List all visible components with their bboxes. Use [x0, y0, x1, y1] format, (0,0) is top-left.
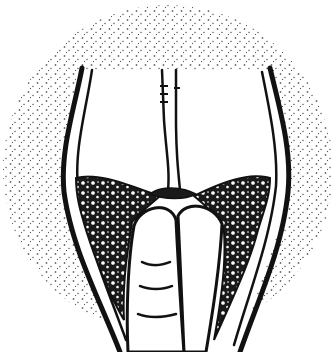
left-projection [127, 208, 184, 352]
